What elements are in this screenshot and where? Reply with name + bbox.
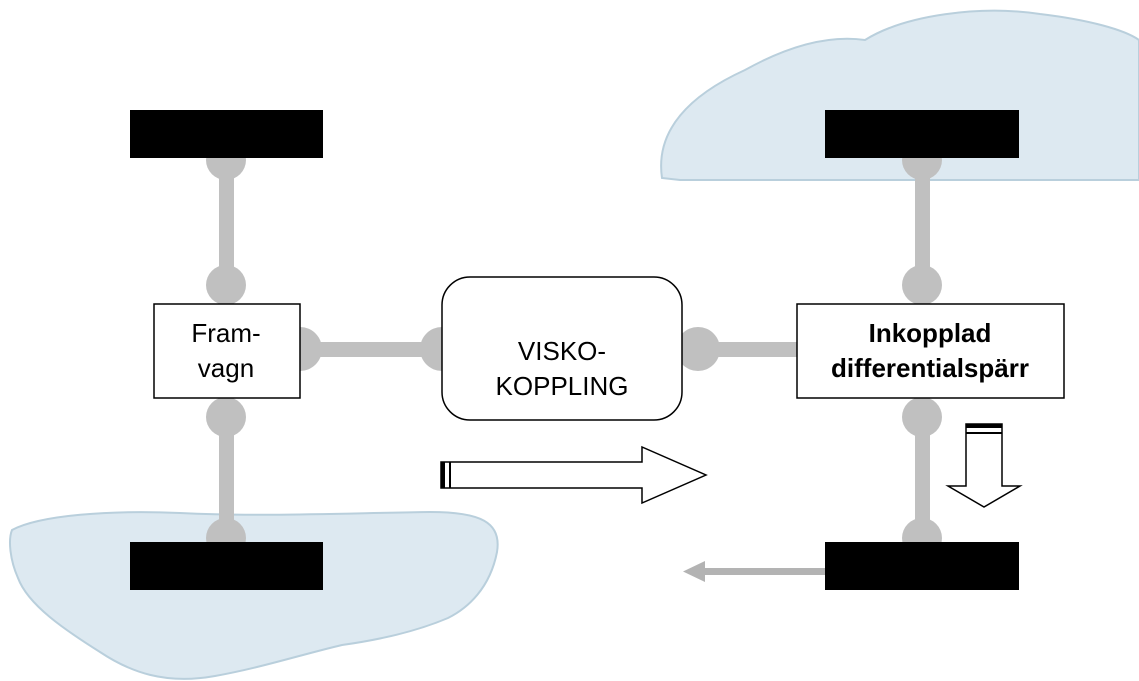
front-differential-box	[153, 303, 301, 399]
joint-front-top-box	[206, 265, 246, 305]
wheel-force-arrow	[683, 561, 825, 582]
front-box-label-line2: vagn	[198, 353, 254, 383]
visco-coupling-box	[441, 276, 683, 421]
ice-patch-bottom-left	[9, 510, 499, 680]
rear-box-label-line1: Inkopplad	[869, 318, 992, 348]
joint-rear-top-box	[902, 265, 942, 305]
visco-box-label-line2: KOPPLING	[496, 371, 629, 401]
joint-front-bottom-box	[206, 397, 246, 437]
wheel-front-top	[130, 110, 323, 158]
joint-visco-right	[676, 327, 720, 371]
torque-flow-arrow-down	[945, 423, 1023, 508]
rear-box-label-line2: differentialspärr	[831, 353, 1029, 383]
torque-flow-arrow-right	[440, 445, 708, 505]
joint-rear-bottom-box	[902, 397, 942, 437]
front-box-label-line1: Fram-	[191, 318, 260, 348]
visco-box-label-line1: VISKO-	[518, 336, 606, 366]
wheels	[130, 110, 1019, 590]
ice-patch-top-right	[660, 9, 1139, 181]
rear-differential-box	[796, 303, 1065, 399]
wheel-rear-top	[825, 110, 1019, 158]
front-propeller-shaft	[300, 342, 443, 357]
wheel-front-bottom	[130, 542, 323, 590]
wheel-rear-bottom	[825, 542, 1019, 590]
